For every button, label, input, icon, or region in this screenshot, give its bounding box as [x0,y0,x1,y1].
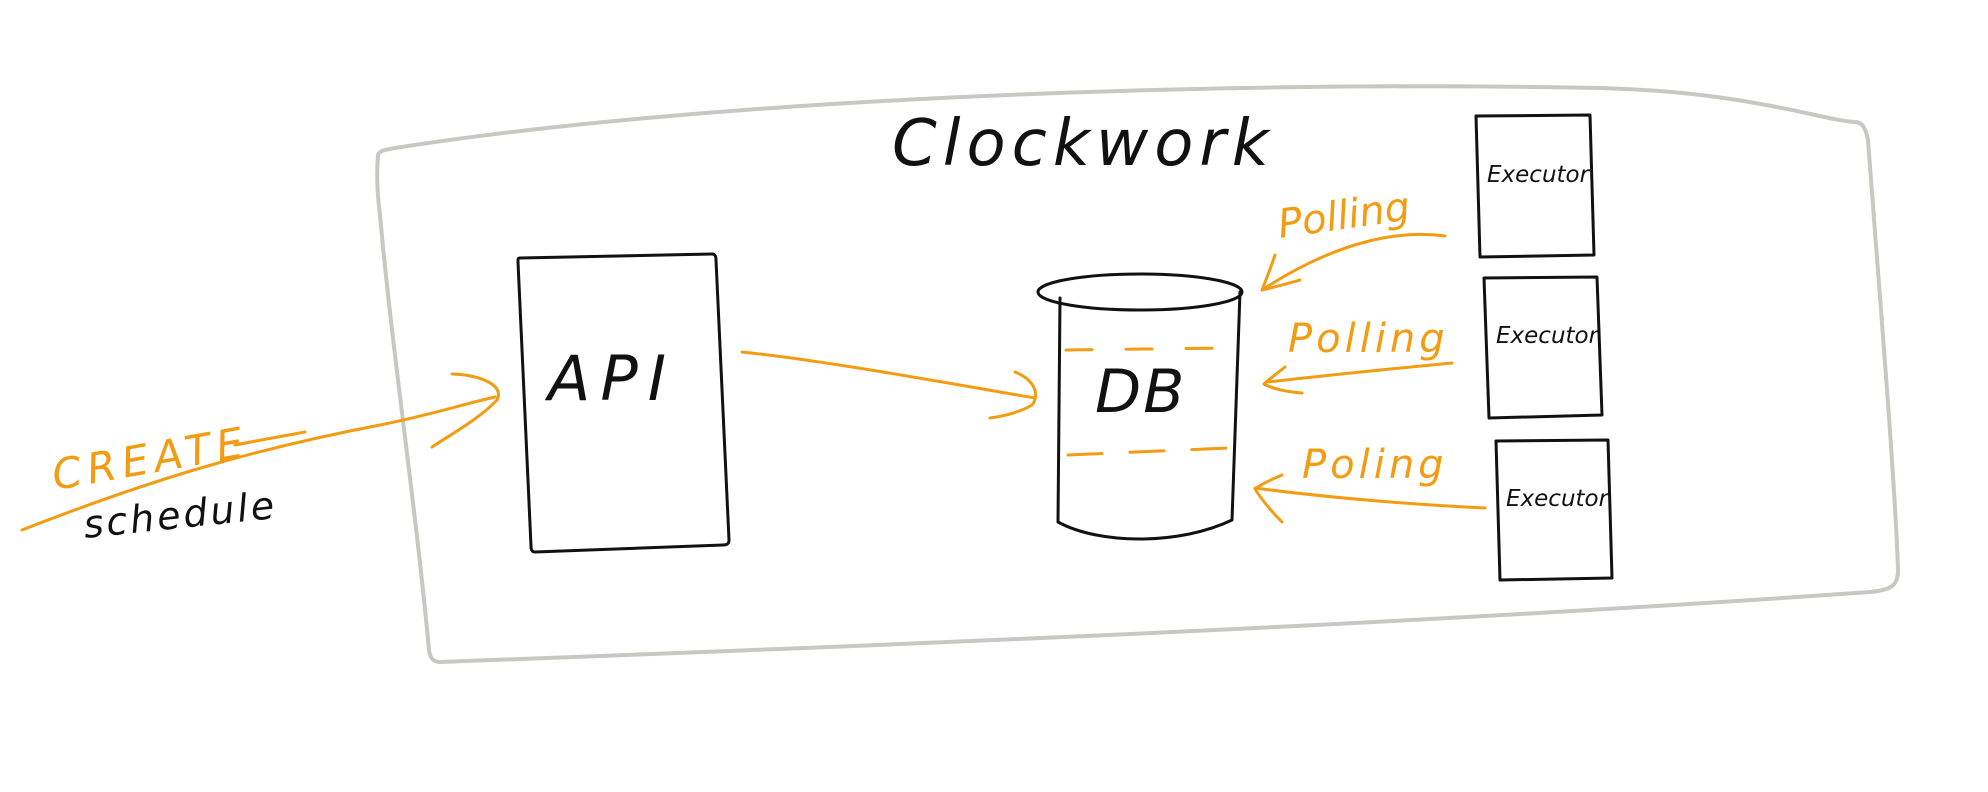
executor-3: Executor [1494,438,1614,582]
executor-label: Executor [1487,162,1591,188]
db-label: DB [1095,357,1186,427]
db-dash-lower [1066,446,1230,457]
api-label: API [544,342,676,415]
polling-arrow-head [1262,365,1304,395]
polling-arrow-head [1260,253,1302,292]
executor-label: Executor [1506,486,1610,512]
executor-1: Executor [1474,113,1596,259]
polling-label: Polling [1288,316,1449,362]
executor-box [1494,438,1614,582]
polling-arrow-head [1253,473,1284,524]
polling-label: Poling [1302,442,1448,488]
db-body [1056,290,1242,541]
clockwork-boundary [375,84,1900,664]
executor-box [1482,275,1604,420]
create-underline [233,430,307,447]
polling-arrow-line [1266,361,1454,384]
polling-label: Polling [1275,184,1413,248]
executor-label: Executor [1496,323,1600,349]
api-to-db-arrow-line [740,350,1037,400]
create-arrow-head [430,372,500,449]
create-arrow-line [20,395,497,532]
api-to-db-arrow-head [988,370,1038,420]
polling-arrow-3: Poling [1253,442,1487,524]
executor-box [1474,113,1596,259]
db-top [1036,272,1244,312]
polling-arrow-2: Polling [1262,316,1454,395]
api-box [516,252,731,554]
schedule-label: schedule [81,483,279,547]
polling-arrow-line [1263,232,1447,290]
diagram-title: Clockwork [892,107,1275,181]
db-dash-upper [1064,346,1230,352]
polling-arrow-1: Polling [1260,184,1447,292]
polling-arrow-line [1253,486,1487,510]
executor-2: Executor [1482,275,1604,420]
